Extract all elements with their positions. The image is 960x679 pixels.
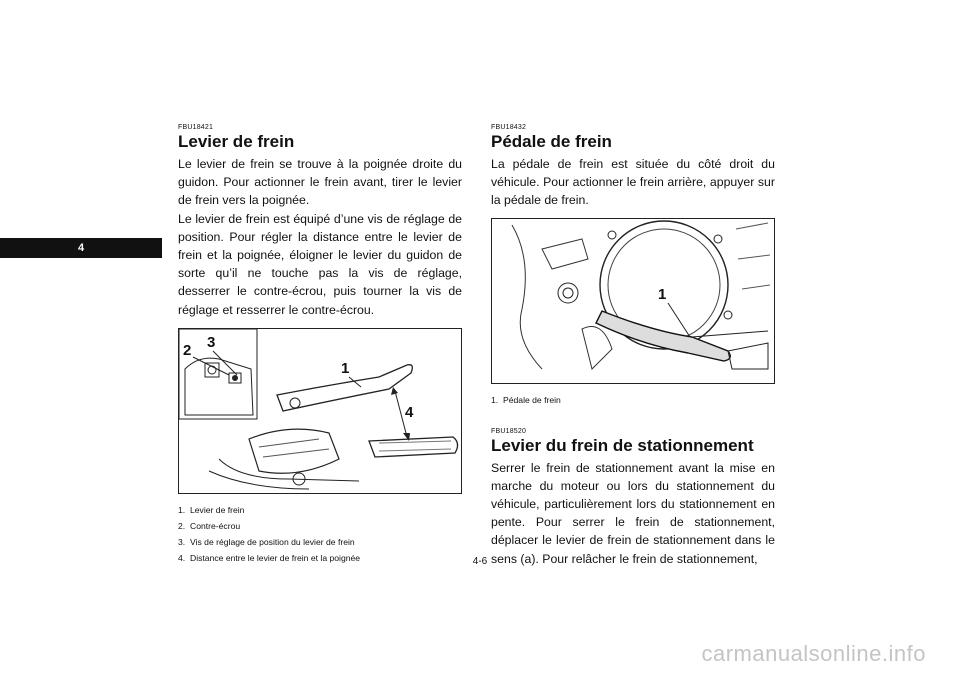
- caption-list: 1.Pédale de frein: [491, 392, 775, 408]
- callout-1: 1: [341, 360, 349, 377]
- brake-lever-illustration: 2 3 1 4: [178, 327, 462, 494]
- section-code: FBU18432: [491, 124, 527, 131]
- callout-2: 2: [183, 342, 191, 359]
- section-code: FBU18520: [491, 427, 527, 435]
- page-number: 4-6: [472, 556, 488, 567]
- callout-4: 4: [405, 404, 414, 421]
- callout-3: 3: [207, 334, 215, 351]
- paragraph: Le levier de frein est équipé d’une vis …: [178, 211, 462, 317]
- brake-pedal-illustration: 1: [491, 217, 775, 384]
- watermark: carmanualsonline.info: [701, 641, 926, 666]
- caption-item: 3.Vis de réglage de position du levier d…: [178, 536, 355, 547]
- section-code: FBU18421: [178, 124, 214, 131]
- right-column: FBU18432 Pédale de frein La pédale de fr…: [491, 124, 775, 568]
- caption-item: 2.Contre-écrou: [178, 520, 241, 531]
- caption-list: 1.Levier de frein 2.Contre-écrou 3.Vis d…: [178, 502, 462, 566]
- brake-lever-drawing: 2 3 1 4: [179, 328, 459, 490]
- paragraph: La pédale de frein est située du côté dr…: [491, 157, 775, 208]
- paragraph: Le levier de frein se trouve à la poigné…: [178, 157, 462, 208]
- caption-item: 1.Pédale de frein: [491, 394, 561, 405]
- paragraph: Serrer le frein de stationnement avant l…: [491, 460, 775, 566]
- callout-1: 1: [658, 286, 666, 303]
- brake-pedal-drawing: 1: [511, 219, 771, 370]
- left-column: FBU18421 Levier de frein Le levier de fr…: [178, 124, 462, 566]
- chapter-tab: 4: [0, 238, 162, 258]
- section-title-brake-lever: Levier de frein: [178, 132, 295, 151]
- section-title-brake-pedal: Pédale de frein: [491, 132, 612, 151]
- caption-item: 4.Distance entre le levier de frein et l…: [178, 552, 361, 563]
- section-title-parking-brake: Levier du frein de stationnement: [491, 435, 754, 455]
- caption-item: 1.Levier de frein: [178, 504, 245, 515]
